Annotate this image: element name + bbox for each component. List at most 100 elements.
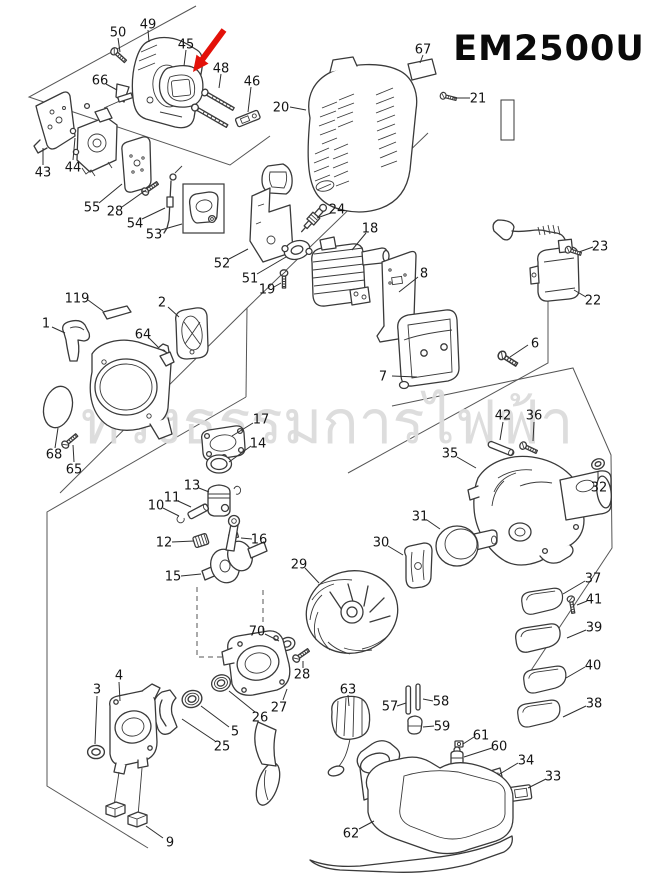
part-label-12: 12 xyxy=(156,536,173,551)
part-label-22: 22 xyxy=(585,294,602,309)
part-67-label xyxy=(407,58,437,81)
part-22-ignition-coil xyxy=(492,219,580,302)
leader-line-54 xyxy=(387,545,404,556)
leader-line-66 xyxy=(497,762,519,776)
leader-line-30 xyxy=(72,444,75,463)
part-7-muffler xyxy=(397,309,460,390)
leader-line-12 xyxy=(121,189,147,208)
leader-line-21 xyxy=(273,282,282,288)
leader-line-15 xyxy=(316,212,332,219)
part-label-35: 35 xyxy=(442,447,459,462)
part-label-17: 17 xyxy=(253,413,270,428)
part-label-15: 15 xyxy=(165,570,182,585)
part-label-46: 46 xyxy=(244,75,261,90)
part-63-fuel-cap xyxy=(327,695,371,777)
leader-line-7 xyxy=(419,54,424,64)
part-38-clamp xyxy=(517,699,561,728)
part-label-36: 36 xyxy=(526,409,543,424)
part-21-screw xyxy=(438,91,458,103)
arrow-head xyxy=(193,54,209,72)
part-53-insulator xyxy=(188,191,219,224)
part-14-oring xyxy=(205,454,233,474)
part-label-63: 63 xyxy=(340,683,357,698)
part-4-crankcase xyxy=(109,683,161,817)
part-9-dampers xyxy=(105,801,148,828)
part-label-19: 19 xyxy=(259,283,276,298)
part-label-32: 32 xyxy=(591,481,608,496)
arrow-shaft xyxy=(198,28,227,64)
detail-box-part-53 xyxy=(182,183,225,234)
part-11-piston-pin xyxy=(187,503,210,520)
part-44-carburetor xyxy=(69,92,134,177)
part-label-27: 27 xyxy=(271,701,288,716)
leader-line-32 xyxy=(228,445,252,463)
leader-line-14 xyxy=(160,223,183,231)
part-label-5: 5 xyxy=(231,725,239,740)
leader-line-44 xyxy=(200,705,230,728)
highlight-arrow xyxy=(193,28,227,72)
part-label-24: 24 xyxy=(329,203,346,218)
part-18-cylinder xyxy=(311,236,390,307)
leader-line-51 xyxy=(532,421,535,442)
part-label-45: 45 xyxy=(178,38,195,53)
part-15-crankshaft xyxy=(201,514,268,584)
part-label-10: 10 xyxy=(148,499,165,514)
part-62-fuel-tank xyxy=(254,721,514,873)
part-label-119: 119 xyxy=(65,292,90,307)
leader-line-61 xyxy=(396,702,407,707)
leader-line-33 xyxy=(198,487,210,493)
part-label-42: 42 xyxy=(495,409,512,424)
part-5-bearing xyxy=(179,687,205,711)
part-label-7: 7 xyxy=(379,370,387,385)
part-68-ring xyxy=(42,385,74,429)
part-55-gasket-plate xyxy=(121,136,152,193)
part-label-33: 33 xyxy=(545,770,562,785)
leader-line-59 xyxy=(562,705,587,718)
leader-line-18 xyxy=(573,289,587,298)
part-label-59: 59 xyxy=(434,720,451,735)
leader-line-38 xyxy=(180,573,202,577)
part-label-60: 60 xyxy=(491,740,508,755)
leader-line-68 xyxy=(358,820,375,830)
part-label-31: 31 xyxy=(412,510,429,525)
part-label-67: 67 xyxy=(415,43,432,58)
part-label-53: 53 xyxy=(146,228,163,243)
leader-line-11 xyxy=(98,183,123,204)
leader-line-56 xyxy=(576,600,588,606)
leader-line-0 xyxy=(117,37,121,53)
leader-line-49 xyxy=(456,456,477,469)
part-57-58-pipes xyxy=(405,683,421,715)
leader-line-47 xyxy=(118,681,121,702)
part-52-bracket xyxy=(249,163,294,263)
leader-line-31 xyxy=(231,422,254,437)
leader-line-50 xyxy=(499,421,504,441)
part-label-2: 2 xyxy=(158,296,166,311)
part-42-pin xyxy=(487,440,515,457)
detail-boxes xyxy=(182,99,515,234)
part-label-30: 30 xyxy=(373,536,390,551)
part-label-4: 4 xyxy=(115,669,123,684)
leader-line-19 xyxy=(228,248,249,260)
leader-line-63 xyxy=(422,725,435,728)
part-label-58: 58 xyxy=(433,695,450,710)
part-label-38: 38 xyxy=(586,697,603,712)
construction-line-2 xyxy=(245,307,248,398)
part-6-bolt xyxy=(495,348,520,369)
part-10-clip xyxy=(176,515,185,524)
leader-line-20 xyxy=(256,256,287,275)
part-26-bearing xyxy=(208,671,234,695)
leader-line-27 xyxy=(51,326,66,334)
part-label-44: 44 xyxy=(65,161,82,176)
part-label-52: 52 xyxy=(214,257,231,272)
part-label-57: 57 xyxy=(382,700,399,715)
leader-line-40 xyxy=(264,633,280,642)
part-2-starter-plate xyxy=(175,307,209,360)
leader-line-65 xyxy=(463,747,493,758)
part-label-62: 62 xyxy=(343,827,360,842)
part-59-grommet xyxy=(407,715,423,735)
part-label-64: 64 xyxy=(135,328,152,343)
part-label-8: 8 xyxy=(420,267,428,282)
part-label-49: 49 xyxy=(140,18,157,33)
construction-line-4 xyxy=(347,298,549,474)
